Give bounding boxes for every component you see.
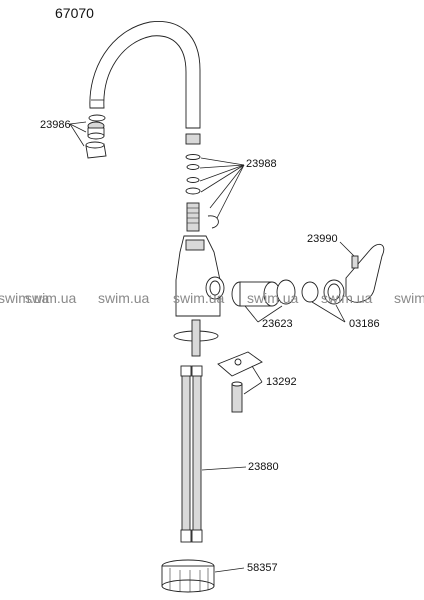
watermark-7: swim.ua bbox=[394, 290, 424, 306]
threaded-stem bbox=[186, 202, 219, 232]
label-23623: 23623 bbox=[262, 318, 293, 330]
watermark-row: swim.ua swim.ua swim.ua swim.ua swim.ua … bbox=[0, 290, 424, 306]
watermark-4: swim.ua bbox=[173, 290, 225, 306]
label-23990: 23990 bbox=[307, 233, 338, 245]
label-03186: 03186 bbox=[349, 318, 380, 330]
label-23880: 23880 bbox=[248, 461, 279, 473]
model-number: 67070 bbox=[55, 5, 94, 21]
label-58357: 58357 bbox=[247, 562, 278, 574]
supply-hoses bbox=[180, 365, 203, 543]
label-23986: 23986 bbox=[40, 119, 71, 131]
faucet-body bbox=[175, 235, 225, 317]
mounting-stud bbox=[173, 319, 219, 357]
aerator-parts bbox=[85, 114, 107, 159]
handle-screw bbox=[351, 255, 359, 269]
watermark-3: swim.ua bbox=[98, 290, 150, 306]
watermark-1: swim.ua bbox=[0, 290, 50, 306]
watermark-2: swim.ua bbox=[25, 290, 77, 306]
cover-set bbox=[301, 243, 385, 305]
label-13292: 13292 bbox=[266, 376, 297, 388]
mounting-kit bbox=[217, 351, 263, 413]
cartridge bbox=[231, 279, 296, 307]
o-ring-stack bbox=[185, 133, 201, 195]
spout bbox=[89, 20, 201, 129]
watermark-6: swim.ua bbox=[321, 290, 373, 306]
watermark-5: swim.ua bbox=[247, 290, 299, 306]
label-23988: 23988 bbox=[246, 158, 277, 170]
mounting-nut bbox=[161, 559, 215, 593]
